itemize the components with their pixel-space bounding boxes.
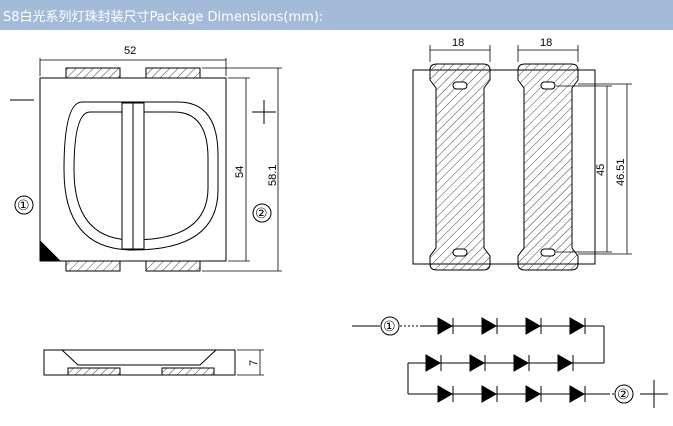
top-width-dimension: 52	[124, 45, 136, 57]
top-pad-left	[65, 67, 121, 79]
top-pin1-label: ①	[17, 198, 30, 214]
bottom-inner-height-dimension: 45	[595, 164, 607, 176]
top-inner-height-dimension: 54	[234, 166, 246, 178]
lens-outer	[63, 101, 219, 251]
bottom-pad-right	[517, 63, 579, 271]
bottom-pad-left	[429, 63, 491, 271]
bottom-frame	[412, 69, 596, 265]
side-body	[43, 349, 236, 376]
circuit-row-1	[422, 317, 600, 335]
circuit-row-3	[408, 385, 608, 403]
circuit-row-2	[412, 354, 604, 372]
bottom-pad-left-width-dimension: 18	[452, 37, 464, 49]
side-height-dimension: 7	[248, 360, 260, 366]
title-bar: S8白光系列灯珠封装尺寸Package Dimensions(mm):	[0, 0, 673, 30]
polarity-mark	[39, 239, 62, 262]
bottom-pad-right	[145, 260, 201, 272]
side-view	[43, 349, 264, 376]
bottom-pad-right-width-dimension: 18	[540, 37, 552, 49]
circuit-pin2-label: ②	[617, 387, 630, 403]
top-pin2-label: ②	[255, 206, 268, 222]
bottom-outer-height-dimension: 46.51	[615, 158, 627, 186]
circuit-diagram	[352, 316, 668, 408]
bottom-view	[412, 45, 632, 271]
top-pad-right	[145, 67, 201, 79]
bottom-pad-left	[65, 260, 121, 272]
page-title: S8白光系列灯珠封装尺寸Package Dimensions(mm):	[3, 10, 324, 25]
top-outer-height-dimension: 58.1	[267, 165, 279, 186]
top-view	[10, 58, 282, 272]
circuit-pin1-label: ①	[383, 319, 396, 335]
